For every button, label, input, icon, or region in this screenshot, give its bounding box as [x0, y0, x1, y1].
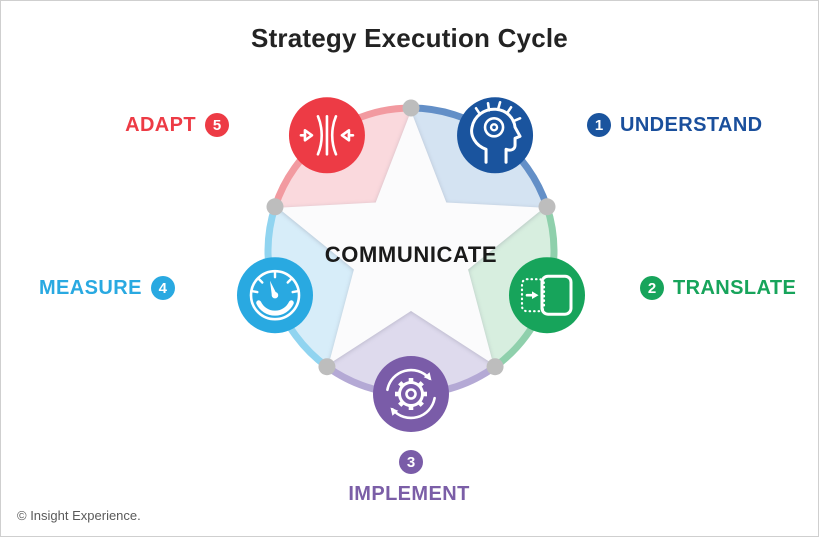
- adapt-number-badge: 5: [205, 113, 229, 137]
- label-understand: 1 UNDERSTAND: [587, 113, 763, 137]
- dot-lower-left: [318, 358, 336, 376]
- translate-shapes-icon: [509, 257, 585, 334]
- adapt-label-text: ADAPT: [125, 113, 196, 136]
- label-translate: 2 TRANSLATE: [640, 276, 796, 300]
- implement-number-badge: 3: [399, 450, 423, 474]
- dot-upper-left: [266, 198, 284, 216]
- understand-label-text: UNDERSTAND: [620, 113, 763, 136]
- label-measure: MEASURE 4: [39, 276, 175, 300]
- dot-lower-right: [486, 358, 504, 376]
- cycle-wheel: [237, 97, 585, 432]
- center-label: COMMUNICATE: [324, 242, 498, 267]
- gauge-icon: [237, 257, 313, 334]
- translate-number-badge: 2: [640, 276, 664, 300]
- star-shape: [277, 111, 545, 365]
- converge-icon: [288, 97, 365, 174]
- page-title: Strategy Execution Cycle: [251, 23, 568, 53]
- idea-head-icon: [457, 97, 534, 174]
- understand-number-badge: 1: [587, 113, 611, 137]
- measure-number-badge: 4: [150, 276, 175, 300]
- label-implement: IMPLEMENT: [309, 483, 509, 506]
- implement-label-text: IMPLEMENT: [348, 483, 470, 505]
- translate-label-text: TRANSLATE: [673, 276, 797, 299]
- label-adapt: ADAPT 5: [125, 113, 229, 137]
- segment-implement: [326, 251, 496, 395]
- dot-upper-right: [538, 198, 556, 216]
- junction-dots: [266, 99, 556, 376]
- copyright-notice: © Insight Experience.: [17, 508, 141, 523]
- gear-cycle-icon: [373, 356, 449, 432]
- dot-top: [402, 99, 420, 117]
- measure-label-text: MEASURE: [39, 276, 142, 299]
